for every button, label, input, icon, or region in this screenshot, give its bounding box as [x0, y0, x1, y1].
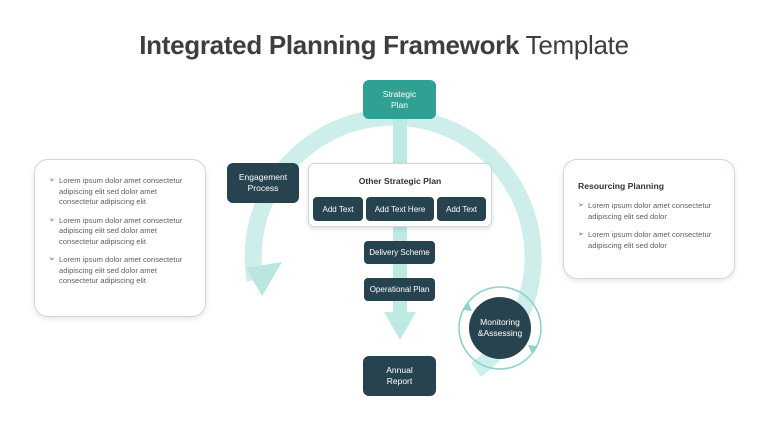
right-bullet-1-text: Lorem ipsum dolor amet consectetur adipi… [588, 201, 712, 221]
strategic-plan-label: Strategic Plan [382, 88, 417, 110]
left-bullet-2-text: Lorem ipsum dolor amet consectetur adipi… [59, 215, 183, 246]
page-title: Integrated Planning Framework Template [0, 30, 768, 61]
right-info-card: Resourcing Planning ➢ Lorem ipsum dolor … [563, 159, 735, 279]
left-bullet-3-text: Lorem ipsum dolor amet consectetur adipi… [59, 255, 183, 285]
left-bullet-2: ➢ Lorem ipsum dolor amet consectetur adi… [49, 216, 193, 248]
cycle-arrowhead [246, 262, 282, 296]
right-bullet-2-text: Lorem ipsum dolor amet consectetur adipi… [588, 230, 712, 250]
monitoring-ring-arrow-2 [528, 345, 537, 354]
monitoring-node[interactable]: Monitoring &Assessing [469, 297, 531, 359]
engagement-process-node[interactable]: Engagement Process [227, 163, 299, 203]
monitoring-ring [458, 286, 542, 370]
left-bullet-1: ➢ Lorem ipsum dolor amet consectetur adi… [49, 176, 193, 208]
monitoring-label: Monitoring &Assessing [477, 317, 523, 338]
operational-plan-node[interactable]: Operational Plan [364, 278, 435, 301]
other-strategic-plan-heading: Other Strategic Plan [358, 176, 442, 186]
add-text-button-2[interactable]: Add Text [437, 197, 486, 221]
delivery-scheme-node[interactable]: Delivery Scheme [364, 241, 435, 264]
left-info-card: ➢ Lorem ipsum dolor amet consectetur adi… [34, 159, 206, 317]
bullet-arrow-icon: ➢ [578, 231, 584, 238]
right-card-heading: Resourcing Planning [578, 181, 664, 191]
strategic-plan-node[interactable]: Strategic Plan [363, 80, 436, 119]
center-arrowhead [384, 312, 416, 340]
add-text-here-button[interactable]: Add Text Here [366, 197, 434, 221]
bullet-arrow-icon: ➢ [49, 216, 55, 224]
annual-report-label: Annual Report [386, 365, 413, 386]
engagement-process-label: Engagement Process [238, 172, 288, 193]
monitoring-ring-arrow-1 [463, 302, 472, 311]
bullet-arrow-icon: ➢ [49, 256, 55, 263]
left-bullet-1-text: Lorem ipsum dolor amet consectetur adipi… [59, 176, 183, 206]
add-text-button-1[interactable]: Add Text [313, 197, 363, 221]
bullet-arrow-icon: ➢ [49, 177, 55, 184]
left-bullet-3: ➢ Lorem ipsum dolor amet consectetur adi… [49, 255, 193, 287]
title-light: Template [525, 30, 629, 60]
right-bullet-2: ➢ Lorem ipsum dolor amet consectetur adi… [578, 230, 722, 251]
right-bullet-1: ➢ Lorem ipsum dolor amet consectetur adi… [578, 201, 722, 222]
annual-report-node[interactable]: Annual Report [363, 356, 436, 396]
bullet-arrow-icon: ➢ [578, 202, 584, 209]
title-bold: Integrated Planning Framework [139, 30, 520, 60]
